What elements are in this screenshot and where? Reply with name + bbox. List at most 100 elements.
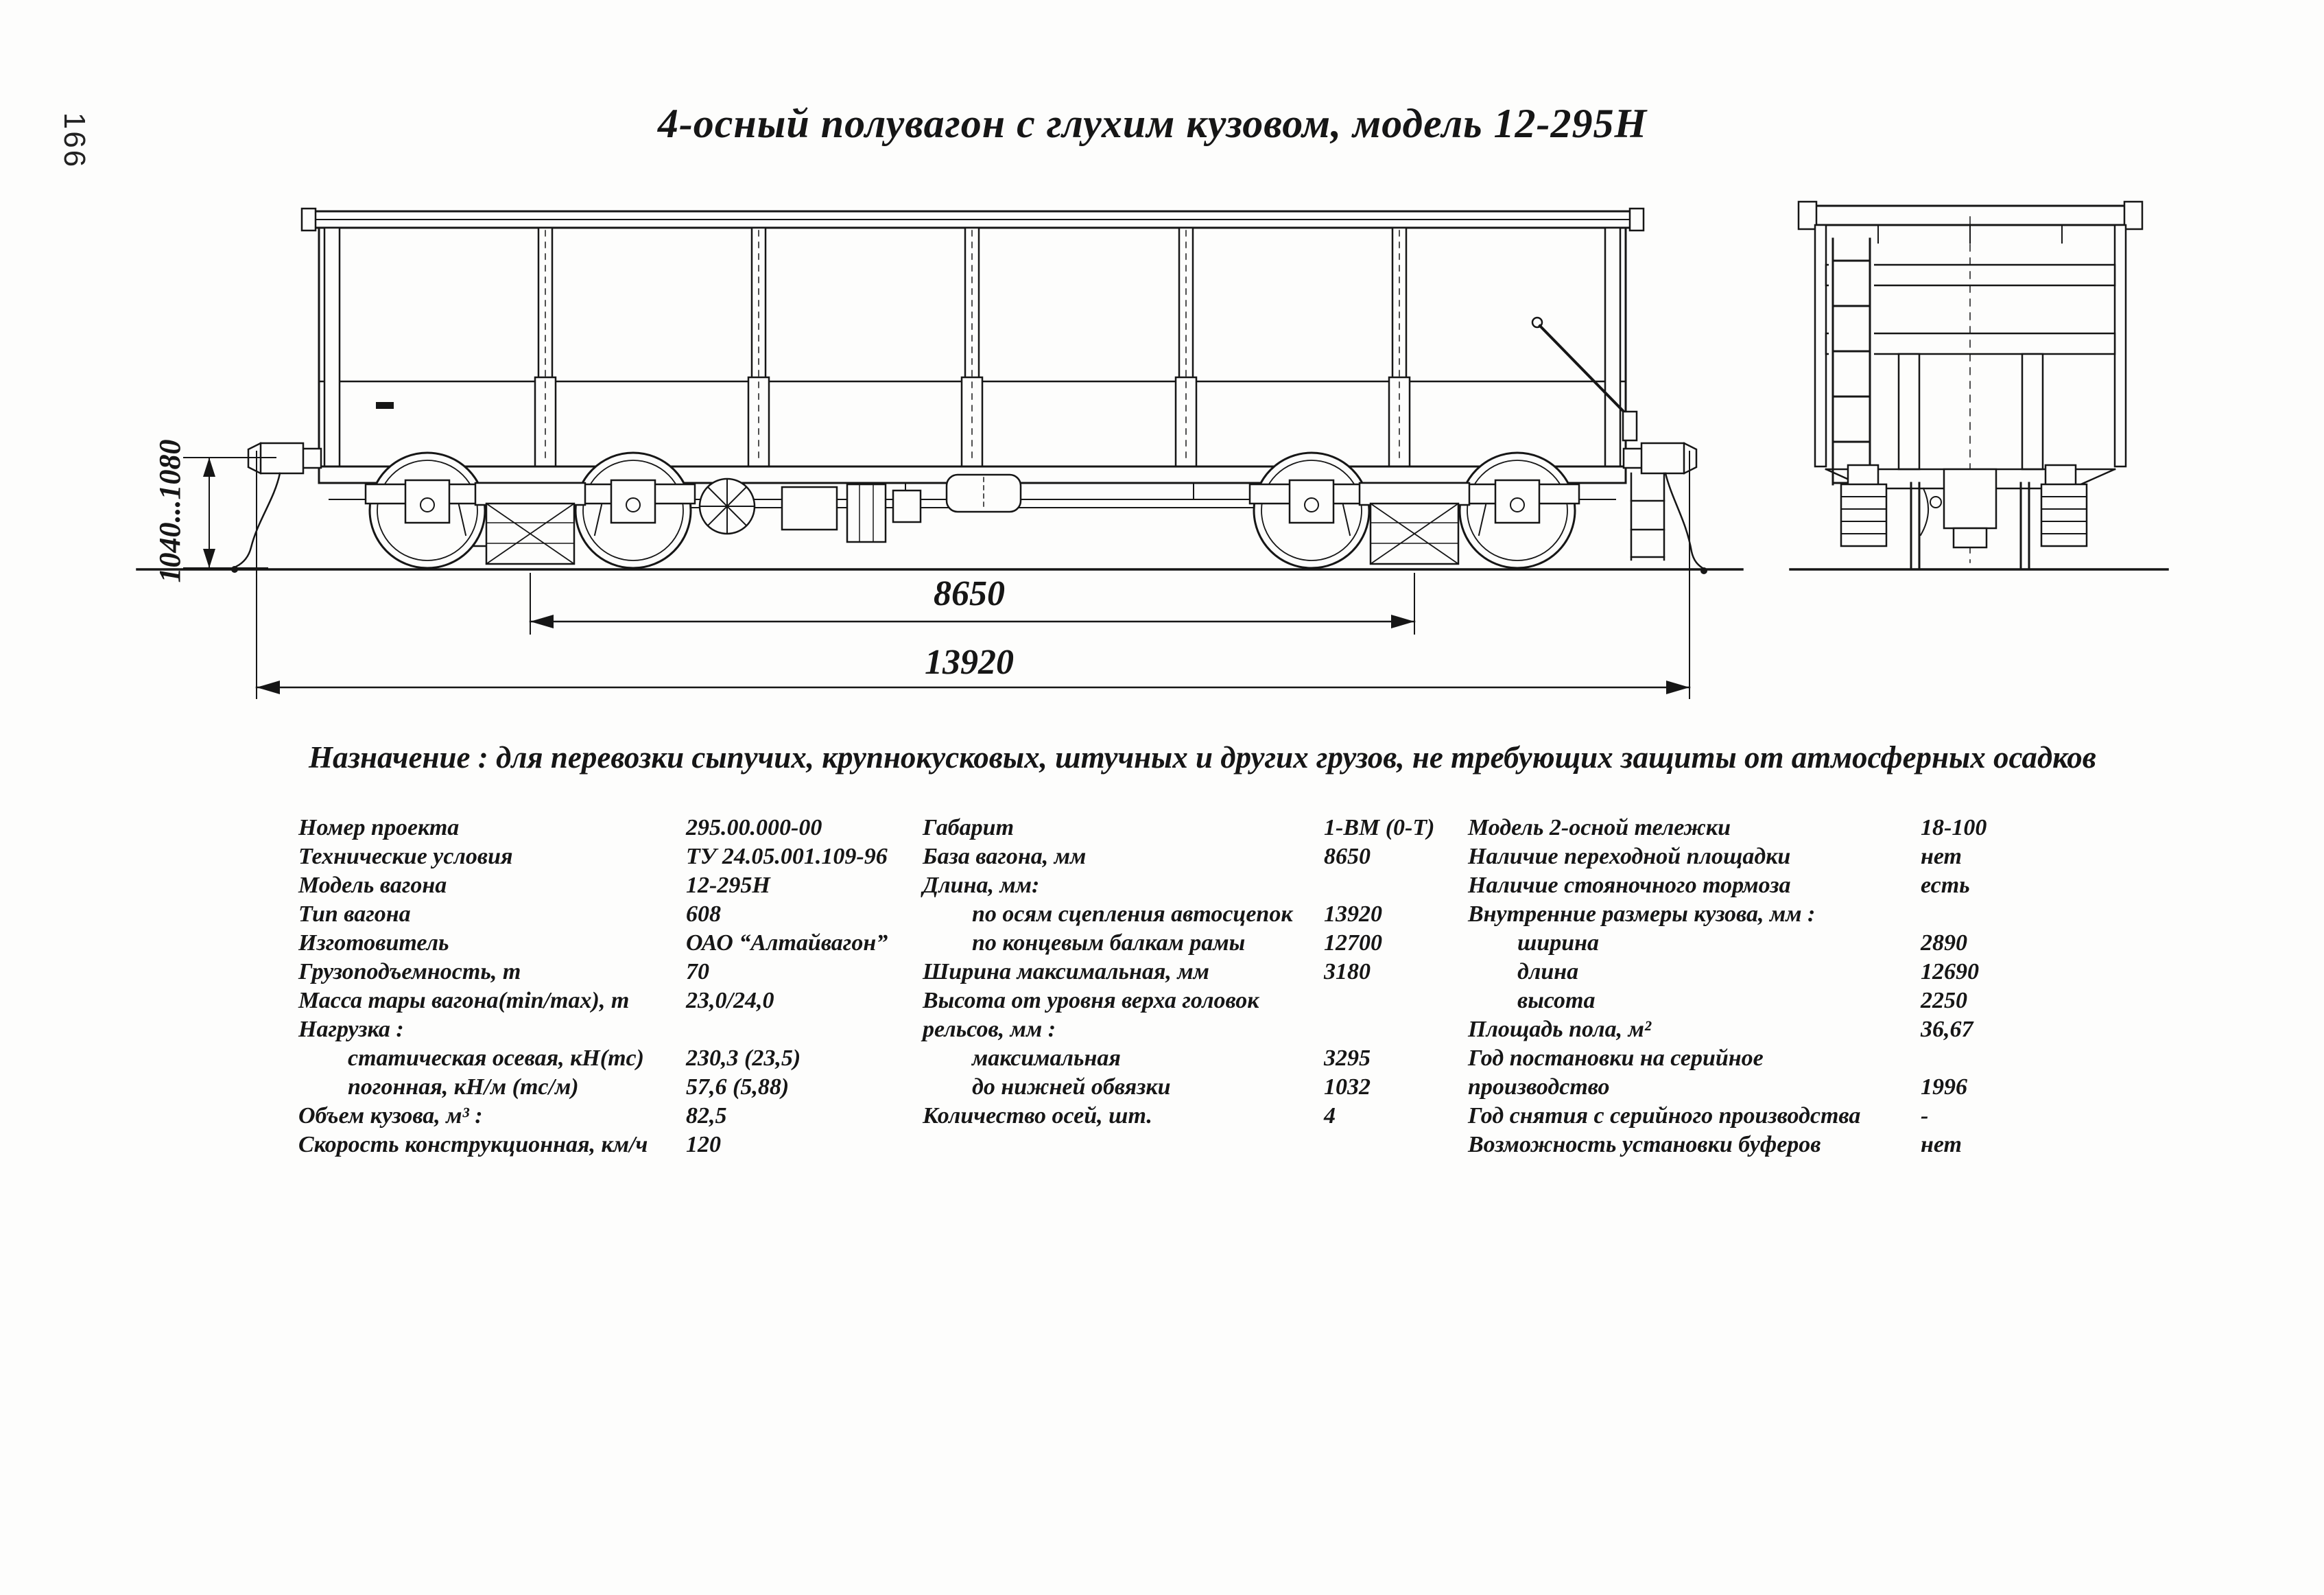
spec-label: Возможность установки буферов (1468, 1132, 1821, 1157)
spec-row: Высота от уровня верха головок (923, 988, 1434, 1017)
dimension-label-bogie-base: 8650 (934, 574, 1005, 613)
spec-row: Ширина максимальная, мм 3180 (923, 959, 1434, 988)
spec-label: Наличие стояночного тормоза (1468, 873, 1791, 898)
spec-row: Скорость конструкционная, км/ч 120 (298, 1132, 888, 1161)
spec-row: Технические условия ТУ 24.05.001.109-96 (298, 844, 888, 873)
spec-label: Высота от уровня верха головок (923, 988, 1259, 1013)
spec-label: Номер проекта (298, 815, 460, 840)
spec-row: Внутренние размеры кузова, мм : (1468, 901, 1987, 930)
spec-value: 82,5 (686, 1103, 727, 1129)
spec-row: статическая осевая, кН(тс) 230,3 (23,5) (298, 1045, 888, 1074)
spec-value: ТУ 24.05.001.109-96 (686, 844, 888, 869)
end-steps (1630, 472, 1665, 561)
spec-value: 120 (686, 1132, 721, 1157)
end-ladder (1829, 237, 1874, 486)
spec-row: длина 12690 (1468, 959, 1987, 988)
spec-value: нет (1921, 1132, 1962, 1157)
spec-value: ОАО “Алтайвагон” (686, 930, 888, 956)
spec-label: Количество осей, шт. (923, 1103, 1152, 1129)
spec-row: Наличие переходной площадки нет (1468, 844, 1987, 873)
spec-row: Тип вагона 608 (298, 901, 888, 930)
spec-value: 3295 (1324, 1045, 1371, 1071)
spec-label: Площадь пола, м² (1468, 1017, 1652, 1042)
spec-row: погонная, кН/м (тс/м) 57,6 (5,88) (298, 1074, 888, 1103)
spec-column-3: Модель 2-осной тележки 18-100 Наличие пе… (1468, 815, 1987, 1161)
spec-label: Модель вагона (298, 873, 447, 898)
dimension-label-coupler-height: 1040...1080 (153, 439, 187, 583)
spec-label: Внутренние размеры кузова, мм : (1468, 901, 1816, 927)
body-stanchions (534, 226, 1411, 468)
spec-row: Изготовитель ОАО “Алтайвагон” (298, 930, 888, 959)
spec-label: Тип вагона (298, 901, 411, 927)
spec-label: по осям сцепления автосцепок (972, 901, 1293, 927)
purpose-line: Назначение : для перевозки сыпучих, круп… (309, 740, 2096, 775)
spec-row: Масса тары вагона(min/max), т 23,0/24,0 (298, 988, 888, 1017)
spec-row: Длина, мм: (923, 873, 1434, 901)
spec-label: Скорость конструкционная, км/ч (298, 1132, 648, 1157)
spec-value: есть (1921, 873, 1970, 898)
spec-row: высота 2250 (1468, 988, 1987, 1017)
spec-value: 36,67 (1921, 1017, 1973, 1042)
coupler-right (1622, 442, 1707, 574)
spec-label: База вагона, мм (923, 844, 1087, 869)
spec-row: Нагрузка : (298, 1017, 888, 1045)
spec-value: 12690 (1921, 959, 1979, 984)
spec-label: ширина (1517, 930, 1600, 956)
spec-row: Количество осей, шт. 4 (923, 1103, 1434, 1132)
spec-row: до нижней обвязки 1032 (923, 1074, 1434, 1103)
spec-value: 70 (686, 959, 709, 984)
spec-row: ширина 2890 (1468, 930, 1987, 959)
spec-value: 18-100 (1921, 815, 1987, 840)
spec-value: 3180 (1324, 959, 1371, 984)
spec-value: 8650 (1324, 844, 1371, 869)
spec-row: Площадь пола, м² 36,67 (1468, 1017, 1987, 1045)
spec-label: Изготовитель (298, 930, 449, 956)
spec-row: Объем кузова, м³ : 82,5 (298, 1103, 888, 1132)
coupler-left (231, 442, 322, 573)
spec-value: нет (1921, 844, 1962, 869)
spec-value: 13920 (1324, 901, 1382, 927)
spec-value: 12-295Н (686, 873, 770, 898)
spec-column-2: Габарит 1-ВМ (0-Т) База вагона, мм 8650 … (923, 815, 1434, 1132)
spec-value: 1-ВМ (0-Т) (1324, 815, 1435, 840)
spec-row: Год постановки на серийное (1468, 1045, 1987, 1074)
spec-value: 4 (1324, 1103, 1336, 1129)
spec-value: - (1921, 1103, 1929, 1129)
spec-value: 2250 (1921, 988, 1967, 1013)
spec-row: Наличие стояночного тормоза есть (1468, 873, 1987, 901)
spec-row: рельсов, мм : (923, 1017, 1434, 1045)
spec-row: производство 1996 (1468, 1074, 1987, 1103)
spec-row: База вагона, мм 8650 (923, 844, 1434, 873)
dimension-lines (183, 451, 1691, 699)
spec-label: Ширина максимальная, мм (923, 959, 1209, 984)
spec-row: Грузоподъемность, т 70 (298, 959, 888, 988)
spec-column-1: Номер проекта 295.00.000-00 Технические … (298, 815, 888, 1161)
spec-label: Длина, мм: (923, 873, 1040, 898)
spec-row: Год снятия с серийного производства - (1468, 1103, 1987, 1132)
spec-row: Возможность установки буферов нет (1468, 1132, 1987, 1161)
spec-label: длина (1517, 959, 1579, 984)
spec-row: по осям сцепления автосцепок 13920 (923, 901, 1434, 930)
spec-row: по концевым балкам рамы 12700 (923, 930, 1434, 959)
dimension-label-overall-length: 13920 (925, 643, 1014, 682)
spec-label: Год снятия с серийного производства (1468, 1103, 1861, 1129)
spec-label: Объем кузова, м³ : (298, 1103, 483, 1129)
spec-label: Нагрузка : (298, 1017, 404, 1042)
page-title: 4-осный полувагон с глухим кузовом, моде… (657, 101, 1648, 146)
page-number: 166 (58, 112, 91, 169)
springs-axleboxes (1840, 464, 2088, 547)
spec-row: Модель 2-осной тележки 18-100 (1468, 815, 1987, 844)
end-view (1789, 200, 2169, 571)
spec-row: Номер проекта 295.00.000-00 (298, 815, 888, 844)
spec-value: 12700 (1324, 930, 1382, 956)
spec-label: статическая осевая, кН(тс) (348, 1045, 644, 1071)
spec-label: Технические условия (298, 844, 513, 869)
handbrake-lever (1531, 316, 1638, 442)
spec-value: 57,6 (5,88) (686, 1074, 790, 1100)
side-view (136, 207, 1744, 574)
spec-label: Модель 2-осной тележки (1468, 815, 1731, 840)
spec-value: 1996 (1921, 1074, 1967, 1100)
spec-row: максимальная 3295 (923, 1045, 1434, 1074)
spec-label: по концевым балкам рамы (972, 930, 1246, 956)
